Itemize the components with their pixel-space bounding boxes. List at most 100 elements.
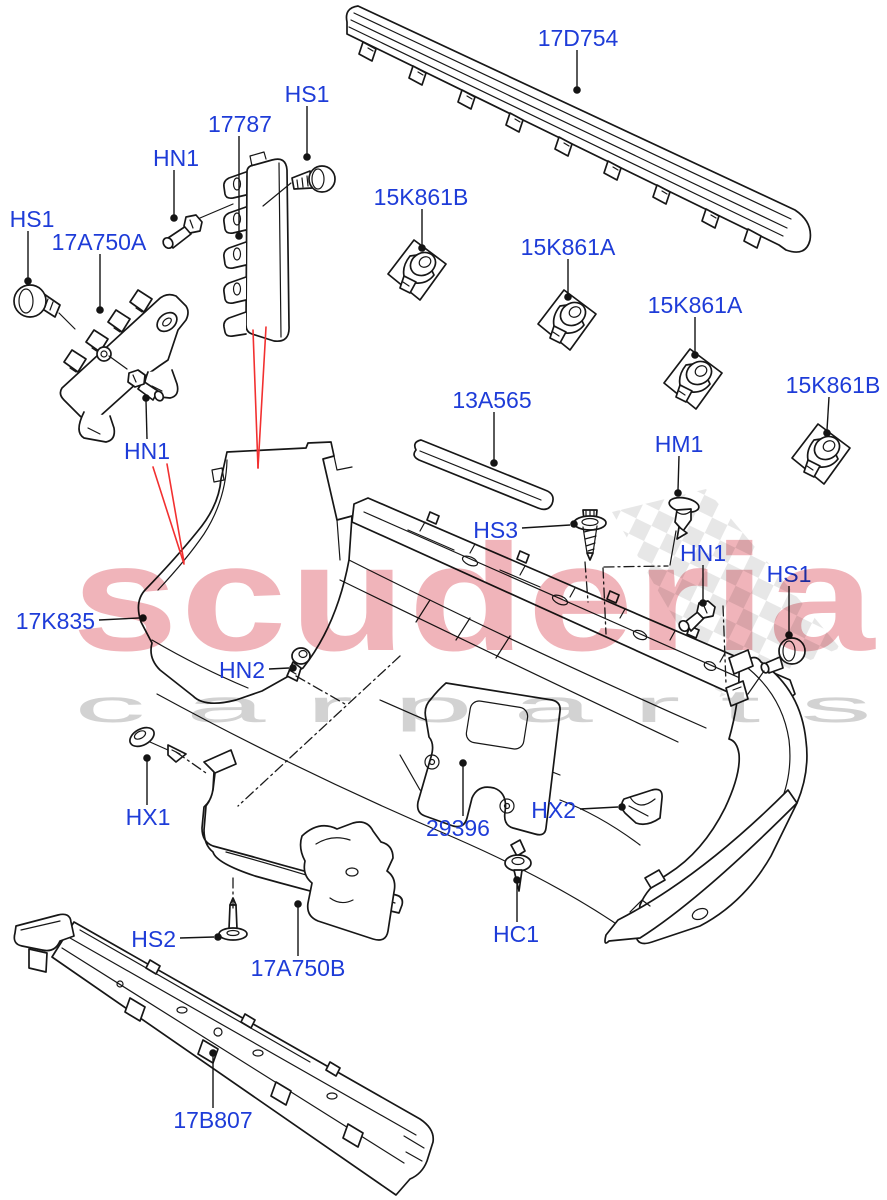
leader-dot-17k835	[139, 614, 147, 622]
part-label-hs1-left[interactable]: HS1	[10, 206, 55, 232]
callout-hs2: HS2	[131, 926, 222, 952]
callout-hm1: HM1	[655, 431, 704, 497]
part-label-17787[interactable]: 17787	[208, 111, 272, 137]
leader-dot-15k861b-left	[418, 244, 426, 252]
part-label-hm1[interactable]: HM1	[655, 431, 704, 457]
leader-dot-15k861a-right	[691, 351, 699, 359]
leader-line-hs3	[521, 524, 571, 529]
watermark-subtitle-text: c a r p a r t s	[74, 680, 872, 732]
screw-hs1-left	[13, 284, 76, 330]
part-label-17d754[interactable]: 17D754	[538, 25, 619, 51]
clip-hx2	[620, 788, 663, 826]
tread-plate-17D754	[345, 5, 812, 253]
part-label-17a750b[interactable]: 17A750B	[251, 955, 346, 981]
watermark-brand-text: scuderia	[72, 513, 877, 683]
part-label-17b807[interactable]: 17B807	[173, 1107, 252, 1133]
parking-sensor-15K861B-left	[387, 239, 447, 301]
part-label-hn1-left[interactable]: HN1	[124, 438, 170, 464]
mount-indicator-line-3	[166, 463, 185, 563]
leader-line-17k835	[98, 617, 140, 621]
leader-dot-hs2	[214, 933, 222, 941]
leader-line-hn1-left	[145, 400, 148, 440]
callout-17787: 17787	[208, 111, 272, 240]
part-label-29396[interactable]: 29396	[426, 815, 490, 841]
part-label-hn1-top[interactable]: HN1	[153, 145, 199, 171]
part-label-15k861b-right[interactable]: 15K861B	[786, 372, 881, 398]
callout-hn2: HN2	[219, 657, 297, 683]
mount-indicator-line-0	[252, 329, 259, 469]
callout-hn1-right: HN1	[680, 540, 726, 607]
part-label-17k835[interactable]: 17K835	[16, 608, 95, 634]
part-label-hn2[interactable]: HN2	[219, 657, 265, 683]
callout-29396: 29396	[426, 759, 490, 841]
callout-17d754: 17D754	[538, 25, 619, 94]
valance-panel-29396	[416, 682, 561, 836]
leader-dot-17a750b	[294, 900, 302, 908]
callout-hs3: HS3	[473, 517, 578, 543]
reflector-strip-13A565	[413, 439, 554, 511]
leader-dot-17787	[235, 232, 243, 240]
leader-dot-hs1-left	[24, 277, 32, 285]
mount-bracket-17A750A	[59, 289, 189, 443]
callout-hn1-top: HN1	[153, 145, 199, 222]
leader-line-hm1	[677, 455, 680, 491]
mount-indicator-line-1	[257, 326, 267, 469]
watermark: scuderia c a r p a r t s	[72, 513, 877, 732]
callout-17b807: 17B807	[173, 1049, 253, 1133]
mount-indicator-line-2	[152, 466, 185, 565]
parking-sensor-15K861B-right	[791, 423, 851, 485]
leader-dot-15k861b-right	[823, 429, 831, 437]
leader-dot-hn2	[289, 664, 297, 672]
part-label-15k861a-right[interactable]: 15K861A	[648, 292, 743, 318]
impact-beam-17B807	[13, 913, 435, 1196]
leader-dot-29396	[459, 759, 467, 767]
part-label-hs1-top[interactable]: HS1	[285, 81, 330, 107]
bolt-hn1-top	[162, 203, 234, 250]
callout-15k861b-right: 15K861B	[786, 372, 881, 437]
leader-dot-13a565	[490, 459, 498, 467]
leader-dot-hs3	[570, 520, 578, 528]
part-label-13a565[interactable]: 13A565	[452, 387, 531, 413]
part-label-hs3[interactable]: HS3	[473, 517, 518, 543]
part-label-hx1[interactable]: HX1	[126, 804, 171, 830]
screw-hs1-top	[262, 165, 336, 207]
part-label-15k861a-left[interactable]: 15K861A	[521, 234, 616, 260]
leader-dot-hs1-top	[303, 153, 311, 161]
callout-13a565: 13A565	[452, 387, 532, 467]
part-label-hs2[interactable]: HS2	[131, 926, 176, 952]
rivet-hm1	[668, 496, 700, 566]
bumper-top-rail	[351, 497, 796, 713]
screw-hs1-right	[747, 637, 806, 695]
pin-hx1	[129, 726, 187, 763]
callout-hs1-right: HS1	[767, 561, 812, 639]
part-label-hx2[interactable]: HX2	[531, 797, 576, 823]
callout-17a750b: 17A750B	[251, 900, 346, 981]
leader-dot-hn1-top	[170, 214, 178, 222]
leader-dot-17b807	[209, 1049, 217, 1057]
part-label-15k861b-left[interactable]: 15K861B	[374, 184, 469, 210]
mount-indicator-lines	[152, 326, 267, 565]
part-label-hc1[interactable]: HC1	[493, 921, 539, 947]
leader-dot-hm1	[674, 489, 682, 497]
leader-dot-hx2	[618, 803, 626, 811]
bumper-side-panel-17K835	[137, 441, 353, 705]
part-label-17a750a[interactable]: 17A750A	[52, 229, 147, 255]
callout-hn1-left: HN1	[124, 394, 170, 464]
leader-dot-hc1	[513, 876, 521, 884]
screw-hs3	[573, 509, 607, 603]
part-label-hn1-right[interactable]: HN1	[680, 540, 726, 566]
bumper-face	[156, 559, 707, 933]
leader-line-hx2	[579, 806, 619, 810]
leader-line-hs2	[179, 936, 215, 939]
callout-17k835: 17K835	[16, 608, 147, 634]
callout-15k861b-left: 15K861B	[374, 184, 469, 252]
leader-dot-hn1-right	[699, 599, 707, 607]
callout-hx1: HX1	[126, 754, 171, 830]
leader-dot-17a750a	[96, 306, 104, 314]
leader-line-hn2	[268, 667, 290, 670]
callout-15k861a-right: 15K861A	[648, 292, 743, 359]
part-label-hs1-right[interactable]: HS1	[767, 561, 812, 587]
assembly-dash-lines	[175, 565, 727, 912]
leader-dot-hn1-left	[142, 394, 150, 402]
leader-dot-hs1-right	[785, 631, 793, 639]
